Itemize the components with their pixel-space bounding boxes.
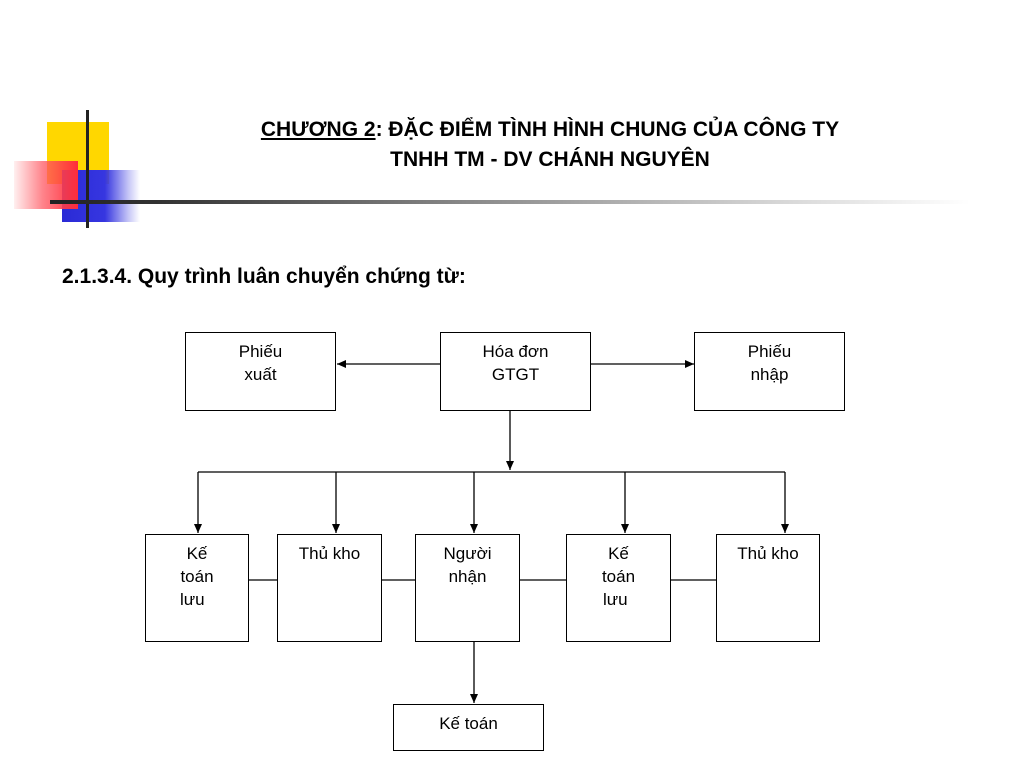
chapter-label: CHƯƠNG 2 (260, 118, 376, 141)
node-thu-kho-2: Thủ kho (716, 534, 820, 642)
slide-title-line1: CHƯƠNG 2: ĐẶC ĐIỂM TÌNH HÌNH CHUNG CỦA C… (150, 116, 950, 143)
node-phieu-xuat: Phiếu xuất (185, 332, 336, 411)
node-hoa-don-gtgt: Hóa đơn GTGT (440, 332, 591, 411)
node-ke-toan: Kế toán (393, 704, 544, 751)
node-thu-kho-1: Thủ kho (277, 534, 382, 642)
vertical-rule-decoration (86, 110, 89, 228)
node-ke-toan-luu-1: Kế toán lưu (145, 534, 249, 642)
horizontal-rule-decoration (50, 200, 970, 204)
title-line1-rest: : ĐẶC ĐIỂM TÌNH HÌNH CHUNG CỦA CÔNG TY (375, 118, 840, 141)
section-heading: 2.1.3.4. Quy trình luân chuyển chứng từ: (62, 265, 466, 288)
node-ke-toan-luu-2: Kế toán lưu (566, 534, 671, 642)
node-nguoi-nhan: Người nhận (415, 534, 520, 642)
node-phieu-nhap: Phiếu nhập (694, 332, 845, 411)
slide-title-line2: TNHH TM - DV CHÁNH NGUYÊN (390, 148, 710, 171)
